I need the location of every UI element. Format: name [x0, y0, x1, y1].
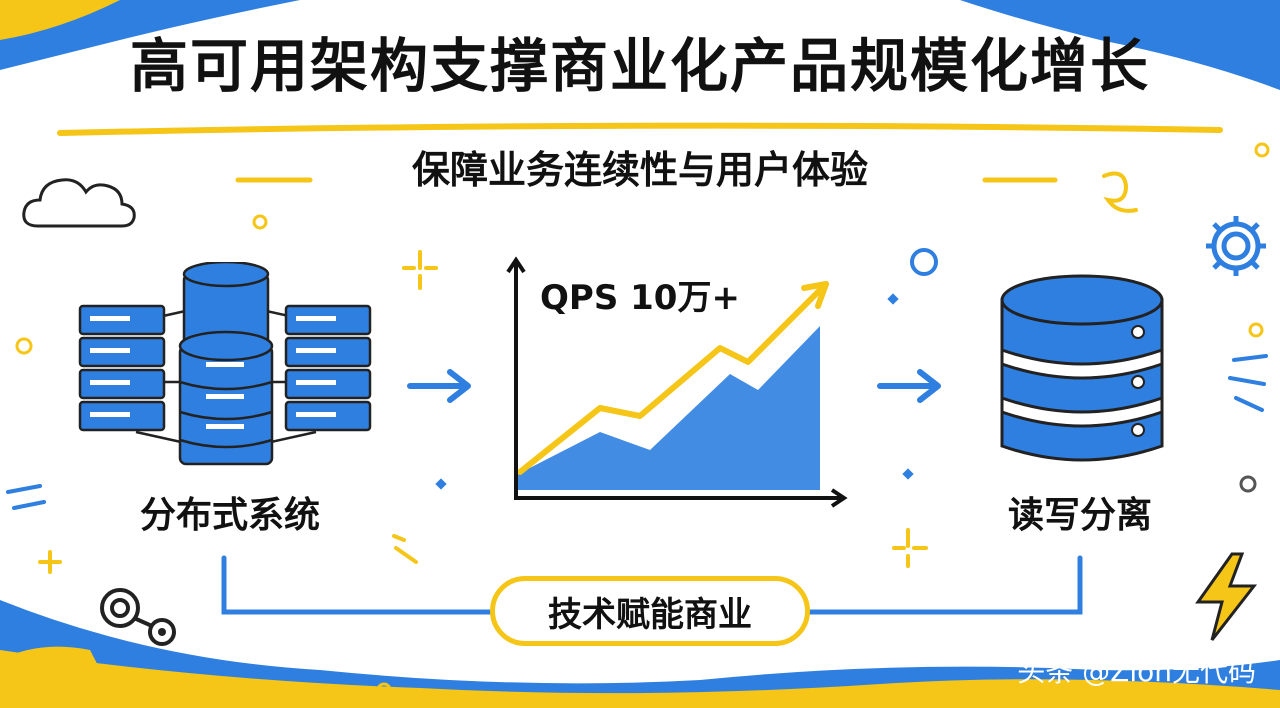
page-title: 高可用架构支撑商业化产品规模化增长 — [129, 32, 1150, 100]
watermark: 头条 @Zion无代码 — [1017, 655, 1256, 688]
qps-growth-chart — [506, 256, 848, 508]
cloud-icon — [22, 178, 136, 228]
distributed-servers-icon — [78, 262, 372, 466]
growth-area — [518, 326, 820, 490]
read-write-split-label: 读写分离 — [1007, 495, 1152, 536]
arrow-right-icon — [877, 369, 941, 403]
database-icon — [1000, 274, 1164, 462]
chart-axes — [514, 260, 844, 500]
lightning-icon — [1195, 552, 1258, 641]
page-subtitle: 保障业务连续性与用户体验 — [411, 148, 868, 192]
gear-icon — [1206, 216, 1266, 276]
chart-label: QPS 10万+ — [540, 278, 740, 318]
tech-empowers-business-pill: 技术赋能商业 — [490, 576, 810, 646]
pill-label: 技术赋能商业 — [548, 594, 752, 635]
growth-line — [517, 281, 829, 475]
growth-arrowhead — [801, 281, 829, 309]
arrow-right-icon — [407, 369, 471, 403]
settings-icon — [100, 588, 176, 646]
distributed-system-label: 分布式系统 — [139, 495, 320, 536]
